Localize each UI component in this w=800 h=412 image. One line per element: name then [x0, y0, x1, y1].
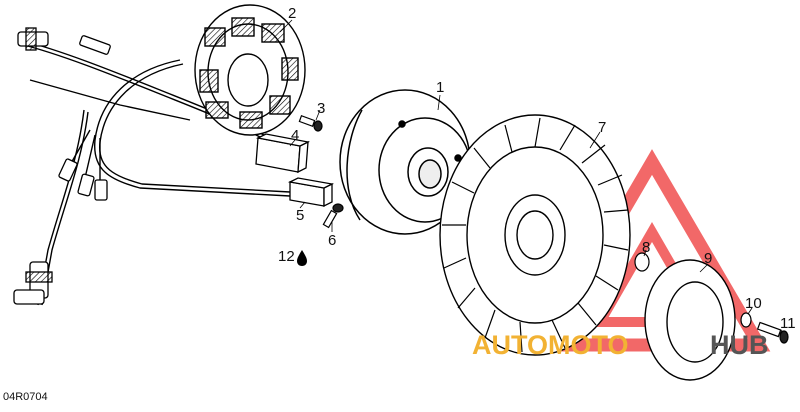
bolt-11	[756, 321, 789, 344]
callout-6: 6	[328, 232, 337, 249]
leader-lines	[279, 19, 783, 335]
callout-7: 7	[598, 119, 607, 136]
ring-9	[644, 259, 736, 381]
callout-4: 4	[291, 127, 300, 144]
drawing-code: 04R0704	[3, 391, 48, 403]
component-4	[255, 133, 311, 174]
callout-9: 9	[704, 250, 713, 267]
watermark-text-automoto: AUTOMOTO	[472, 330, 629, 360]
component-5	[287, 177, 335, 208]
cooling-fan	[439, 114, 631, 356]
watermark-text-hub: HUB	[710, 330, 769, 360]
callout-5: 5	[296, 207, 305, 224]
spacer-8	[634, 252, 650, 272]
callout-11: 11	[780, 315, 796, 332]
wiring-harness	[19, 39, 291, 306]
callout-8: 8	[642, 239, 651, 256]
bolt-6	[322, 203, 344, 229]
harness-connectors	[13, 27, 111, 305]
callout-2: 2	[288, 5, 297, 22]
screw-3	[298, 115, 323, 132]
callout-3: 3	[317, 100, 326, 117]
callout-1: 1	[436, 79, 445, 96]
callout-12: 12	[278, 248, 295, 265]
washer-10	[740, 312, 752, 328]
callout-10: 10	[745, 295, 762, 312]
oil-drop-icon	[297, 250, 307, 266]
stator	[194, 4, 306, 136]
